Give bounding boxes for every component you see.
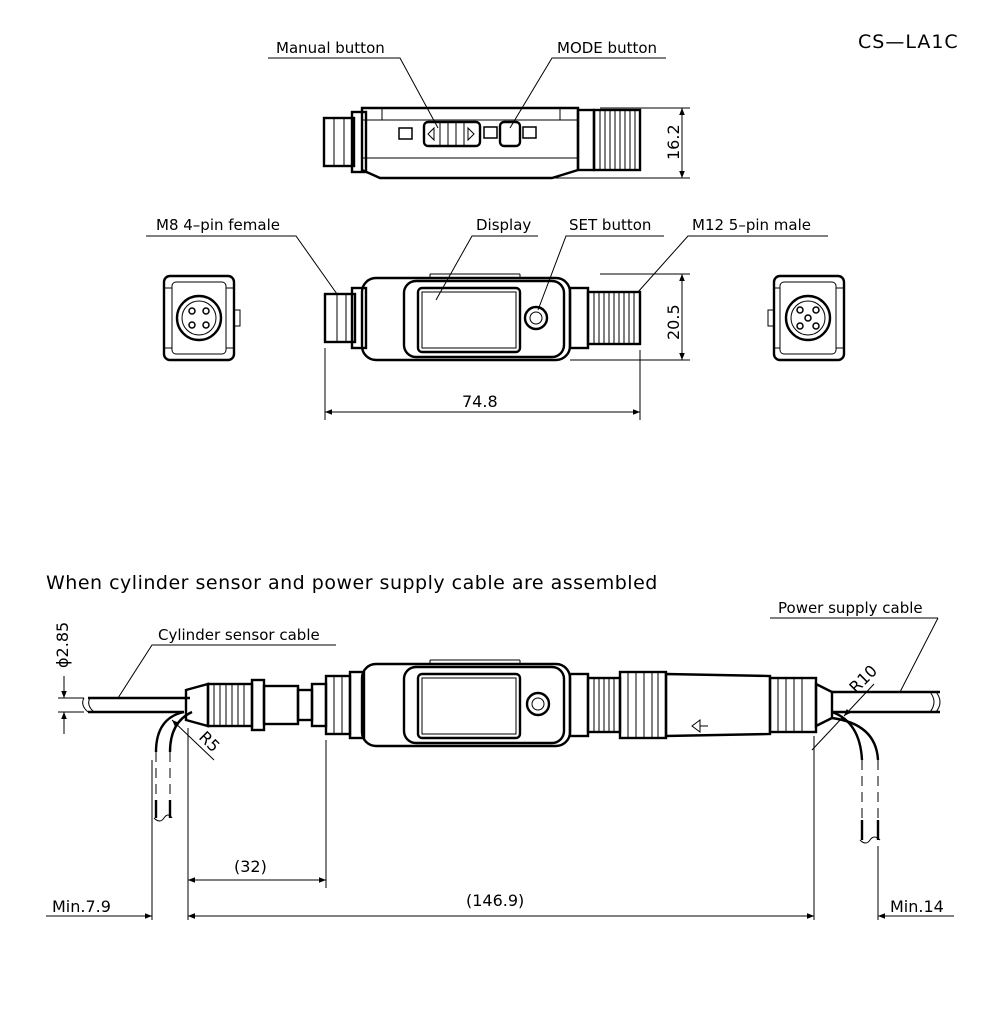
mode-button-label: MODE button	[557, 39, 657, 57]
assembly-title: When cylinder sensor and power supply ca…	[46, 572, 658, 594]
side-view-right	[767, 274, 846, 362]
cable-diameter: ϕ2.85	[53, 622, 72, 668]
dim-146-9: (146.9)	[466, 891, 524, 910]
power-cable-label: Power supply cable	[778, 599, 923, 617]
front-view: M8 4–pin female Display SET button M12 5…	[146, 216, 828, 420]
manual-button-label: Manual button	[276, 39, 385, 57]
side-view-left	[162, 274, 241, 362]
dim-32: (32)	[234, 857, 267, 876]
min-7-9: Min.7.9	[52, 897, 111, 916]
cylinder-cable-label: Cylinder sensor cable	[158, 626, 320, 644]
height-20-5: 20.5	[664, 304, 683, 340]
set-button-label: SET button	[569, 216, 651, 234]
model-number: CS—LA1C	[858, 31, 959, 53]
display-label: Display	[476, 216, 531, 234]
m12-male-label: M12 5–pin male	[692, 216, 811, 234]
assembly-view: Cylinder sensor cable Power supply cable…	[46, 599, 954, 920]
m8-female-label: M8 4–pin female	[156, 216, 280, 234]
min-14: Min.14	[890, 897, 944, 916]
length-74-8: 74.8	[462, 392, 498, 411]
top-view: Manual button MODE button 16.2	[268, 39, 690, 180]
radius-r5: R5	[195, 727, 223, 755]
height-16-2: 16.2	[664, 124, 683, 160]
